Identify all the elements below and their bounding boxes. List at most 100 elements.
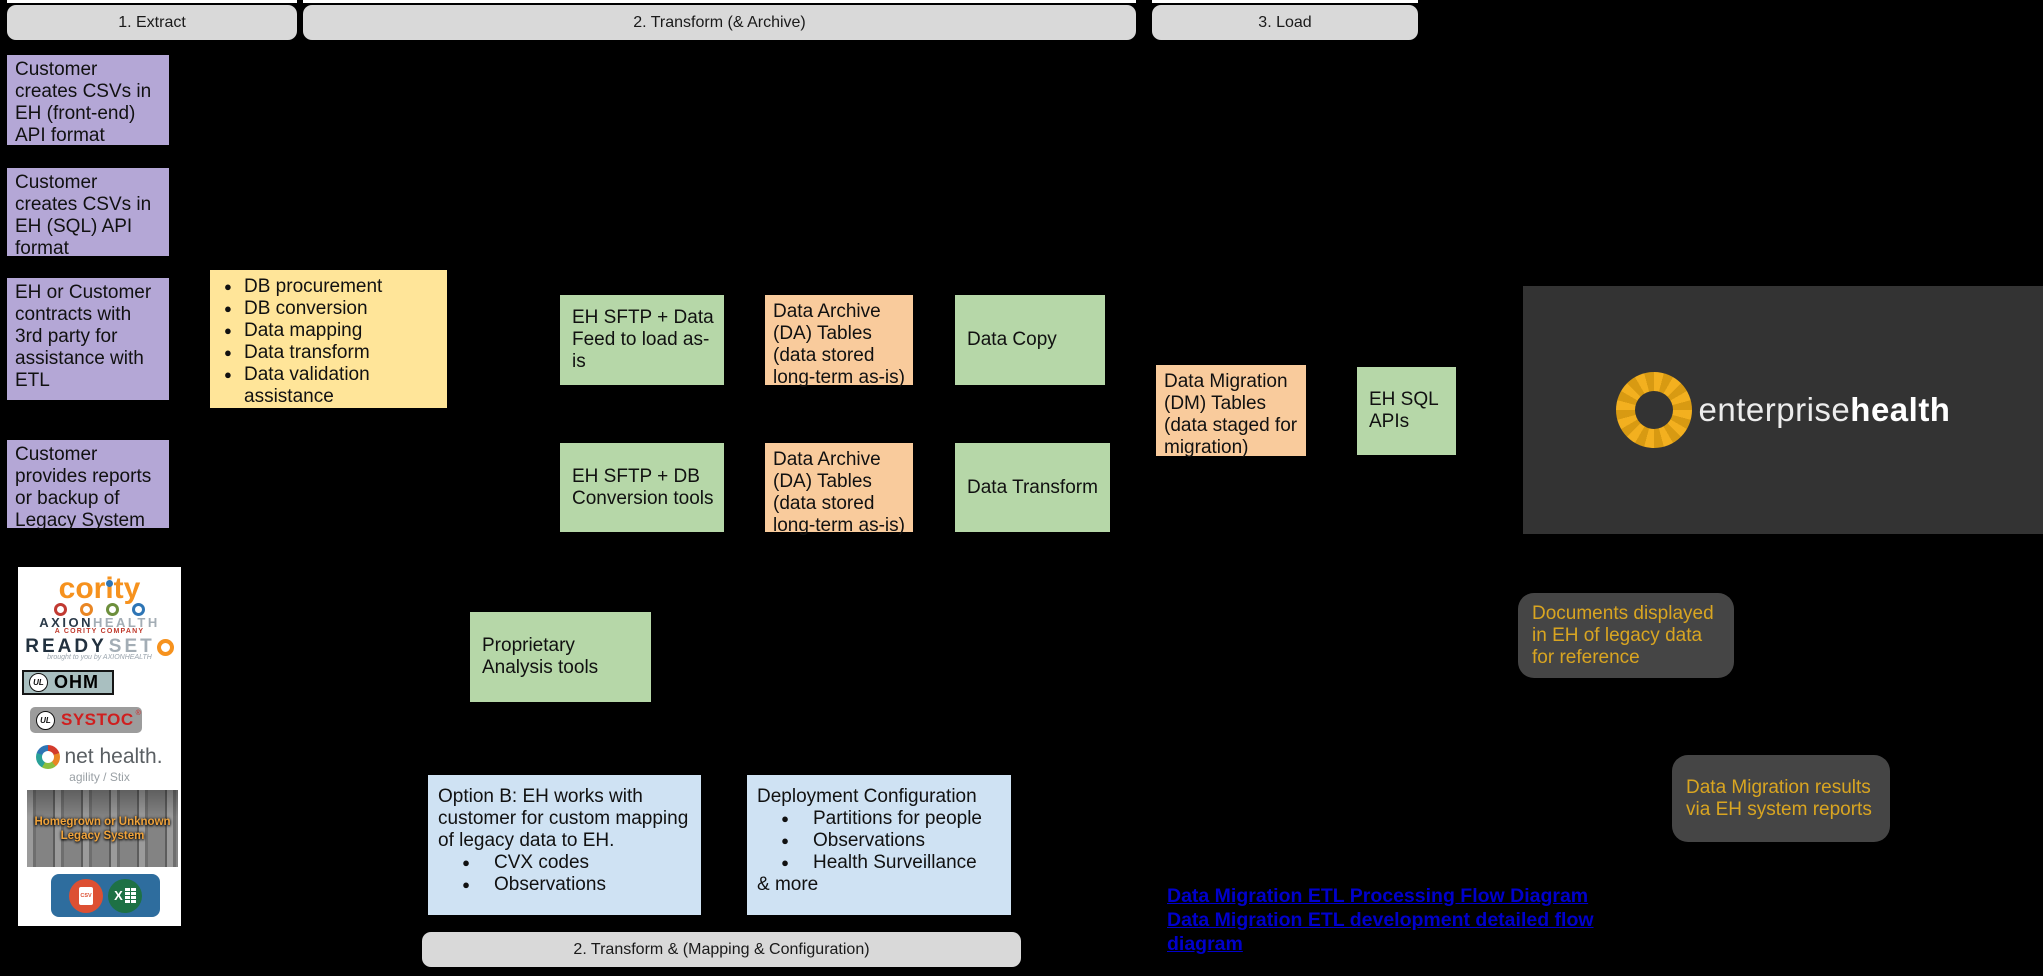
list-item: Observations — [757, 830, 1001, 852]
box-data-copy-text: Data Copy — [967, 329, 1057, 350]
systoc-logo: UL SYSTOC ® — [30, 707, 142, 733]
legacy-systems-panel: cority AXIONHEALTH A CORITY COMPANY READ… — [18, 567, 181, 926]
box-eh-sftp-db-conversion: EH SFTP + DB Conversion tools — [560, 443, 724, 532]
list-item: Health Surveillance — [757, 852, 1001, 874]
axion-dot-orange-icon — [80, 603, 93, 616]
readyset-tagline: brought to you by AXIONHEALTH — [47, 654, 152, 661]
axion-logo-text: AXION — [39, 615, 93, 630]
box-dm-tables-text: Data Migration (DM) Tables (data staged … — [1164, 371, 1298, 458]
stage-pill-extract: 1. Extract — [7, 5, 297, 40]
stage-pill-extract-label: 1. Extract — [118, 13, 186, 31]
box-data-transform: Data Transform — [955, 443, 1110, 532]
deployment-config-title: Deployment Configuration — [757, 786, 977, 807]
list-item-text: CVX codes — [494, 852, 590, 873]
stage-pill-load-label: 3. Load — [1258, 13, 1312, 31]
list-item-text: DB procurement — [244, 276, 383, 297]
axion-dot-blue-icon — [132, 603, 145, 616]
ready-logo-text: READY — [25, 636, 107, 657]
excel-x-label: X — [114, 888, 123, 903]
extract-box-frontend-csv: Customer creates CSVs in EH (front-end) … — [7, 55, 169, 146]
csv-file-icon: CSV — [69, 878, 103, 913]
axion-health-logo-text: HEALTH — [92, 615, 160, 630]
ohm-logo: UL OHM — [22, 670, 114, 695]
extract-box-reports-backup-text: Customer provides reports or backup of L… — [15, 444, 152, 531]
stage-pill-transform-archive-label: 2. Transform (& Archive) — [633, 13, 806, 31]
top-edge-strip — [7, 0, 297, 3]
box-eh-sftp-data-feed-text: EH SFTP + Data Feed to load as-is — [572, 307, 714, 372]
box-data-archive-2: Data Archive (DA) Tables (data stored lo… — [765, 443, 913, 536]
excel-grid-icon — [124, 888, 136, 903]
list-item-text: Data mapping — [244, 320, 363, 341]
list-item-text: Data transform — [244, 342, 370, 363]
box-dm-tables: Data Migration (DM) Tables (data staged … — [1156, 365, 1306, 458]
axion-health-logo: AXIONHEALTH — [18, 615, 181, 630]
ohm-logo-text: OHM — [54, 672, 99, 692]
extract-box-sql-csv: Customer creates CSVs in EH (SQL) API fo… — [7, 168, 169, 259]
callout-documents-displayed-text: Documents displayed in EH of legacy data… — [1532, 602, 1714, 668]
top-edge-strip — [1152, 0, 1418, 3]
callout-migration-results: Data Migration results via EH system rep… — [1672, 755, 1890, 842]
option-b-list: CVX codes Observations — [438, 852, 691, 896]
extract-box-third-party-text: EH or Customer contracts with 3rd party … — [15, 282, 152, 391]
enterprise-health-sun-icon — [1615, 372, 1692, 448]
list-item: Data validation assistance — [218, 364, 439, 408]
box-eh-sftp-data-feed: EH SFTP + Data Feed to load as-is — [560, 295, 724, 385]
list-item: DB procurement — [218, 276, 439, 298]
stage-pill-transform-archive: 2. Transform (& Archive) — [303, 5, 1136, 40]
list-item-text: DB conversion — [244, 298, 368, 319]
option-b-intro-text: Option B: EH works with customer for cus… — [438, 786, 689, 851]
legacy-system-photo: Homegrown or Unknown Legacy System — [27, 790, 178, 867]
callout-migration-results-text: Data Migration results via EH system rep… — [1686, 776, 1872, 820]
deployment-config-list: Partitions for people Observations Healt… — [757, 808, 1001, 874]
stage-pill-load: 3. Load — [1152, 5, 1418, 40]
box-data-archive-2-text: Data Archive (DA) Tables (data stored lo… — [773, 449, 905, 536]
enterprise-health-brand-bold: health — [1850, 391, 1951, 428]
axion-tagline: A CORITY COMPANY — [54, 628, 145, 635]
cority-logo: cority — [18, 572, 181, 606]
axion-dot-green-icon — [106, 603, 119, 616]
extract-box-reports-backup: Customer provides reports or backup of L… — [7, 440, 169, 531]
diagram-links: Data Migration ETL Processing Flow Diagr… — [1167, 884, 1637, 956]
box-eh-sql-apis-text: EH SQL APIs — [1369, 389, 1438, 432]
list-item: Partitions for people — [757, 808, 1001, 830]
box-data-copy: Data Copy — [955, 295, 1105, 385]
third-party-services-box: DB procurement DB conversion Data mappin… — [210, 270, 447, 408]
excel-icon: X — [108, 878, 142, 913]
link-etl-processing-flow-diagram[interactable]: Data Migration ETL Processing Flow Diagr… — [1167, 885, 1589, 907]
list-item: CVX codes — [438, 852, 691, 874]
systoc-registered-mark: ® — [135, 710, 141, 717]
net-health-ring-icon — [36, 745, 61, 769]
extract-box-third-party: EH or Customer contracts with 3rd party … — [7, 278, 169, 400]
axion-dots-icon — [18, 603, 181, 616]
list-item-text: Partitions for people — [813, 808, 982, 829]
box-eh-sftp-db-conversion-text: EH SFTP + DB Conversion tools — [572, 465, 714, 509]
box-eh-sql-apis: EH SQL APIs — [1357, 367, 1456, 455]
top-edge-strip — [303, 0, 1136, 3]
link-etl-development-detailed-flow-diagram[interactable]: Data Migration ETL development detailed … — [1167, 909, 1594, 955]
box-data-archive-1: Data Archive (DA) Tables (data stored lo… — [765, 295, 913, 388]
box-proprietary-analysis: Proprietary Analysis tools — [470, 612, 651, 702]
list-item: Data transform — [218, 342, 439, 364]
stage-pill-transform-mapping: 2. Transform & (Mapping & Configuration) — [422, 932, 1021, 967]
box-deployment-configuration: Deployment Configuration Partitions for … — [747, 775, 1011, 915]
deployment-config-suffix: & more — [757, 874, 819, 895]
extract-box-frontend-csv-text: Customer creates CSVs in EH (front-end) … — [15, 59, 152, 146]
ul-mark-icon: UL — [29, 673, 48, 692]
net-health-tagline: agility / Stix — [69, 770, 130, 784]
box-data-transform-text: Data Transform — [967, 476, 1098, 498]
cority-logo-text: cority — [58, 572, 141, 605]
extract-box-sql-csv-text: Customer creates CSVs in EH (SQL) API fo… — [15, 172, 152, 259]
enterprise-health-brand-light: enterprise — [1698, 391, 1851, 428]
list-item-text: Observations — [494, 874, 606, 895]
third-party-services-list: DB procurement DB conversion Data mappin… — [218, 276, 439, 408]
list-item-text: Observations — [813, 830, 925, 851]
list-item-text: Health Surveillance — [813, 852, 977, 873]
net-health-logo-text: net health. — [64, 745, 163, 768]
set-logo-text: SET — [108, 636, 155, 657]
net-health-logo: net health. — [18, 745, 181, 769]
ul-mark-icon: UL — [36, 710, 55, 730]
callout-documents-displayed: Documents displayed in EH of legacy data… — [1518, 593, 1734, 678]
cority-i-dot-icon — [106, 580, 113, 587]
axion-dot-red-icon — [54, 603, 67, 616]
